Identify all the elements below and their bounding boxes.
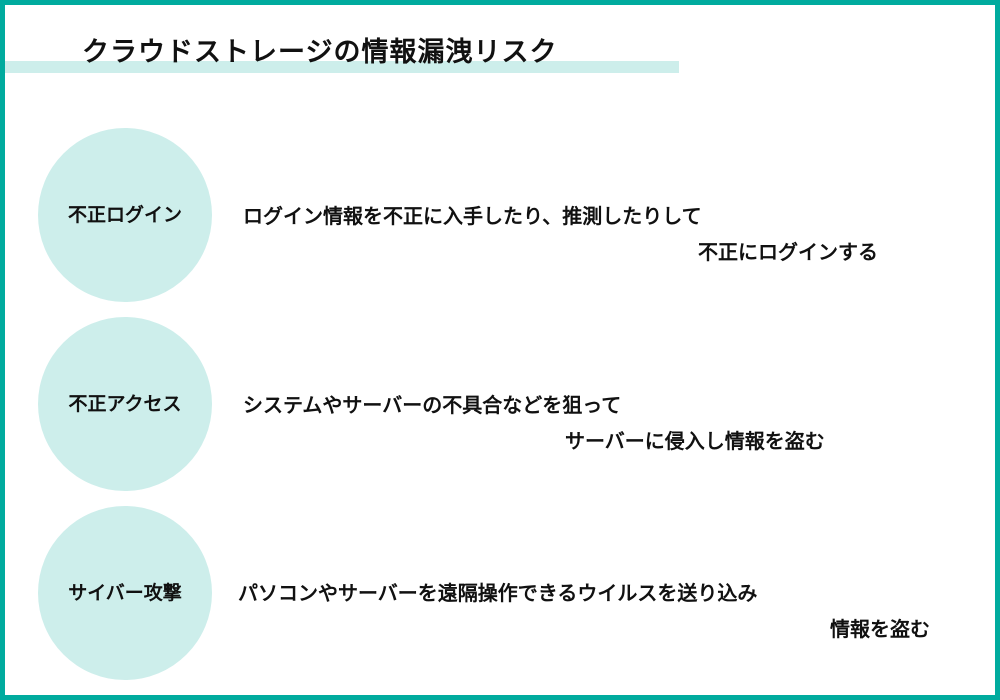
risk-item-unauthorized-login: 不正ログイン ログイン情報を不正に入手したり、推測したりして 不正にログインする: [0, 128, 1000, 303]
risk-item-unauthorized-access: 不正アクセス システムやサーバーの不具合などを狙って サーバーに侵入し情報を盗む: [0, 317, 1000, 492]
risk-label: 不正ログイン: [67, 203, 182, 226]
risk-circle: 不正ログイン: [38, 128, 212, 302]
risk-label: 不正アクセス: [68, 392, 182, 415]
risk-circle: 不正アクセス: [38, 317, 212, 491]
risk-label: サイバー攻撃: [68, 581, 182, 604]
risk-circle: サイバー攻撃: [38, 506, 212, 680]
title-underline-band: [5, 61, 679, 73]
risk-description-line2: サーバーに侵入し情報を盗む: [565, 429, 825, 453]
page-title: クラウドストレージの情報漏洩リスク: [82, 37, 558, 68]
risk-description-line1: パソコンやサーバーを遠隔操作できるウイルスを送り込み: [238, 581, 758, 605]
risk-description-line2: 情報を盗む: [830, 617, 930, 641]
risk-description-line2: 不正にログインする: [698, 240, 878, 264]
risk-description-line1: システムやサーバーの不具合などを狙って: [243, 393, 622, 417]
risk-description-line1: ログイン情報を不正に入手したり、推測したりして: [243, 204, 702, 228]
risk-item-cyber-attack: サイバー攻撃 パソコンやサーバーを遠隔操作できるウイルスを送り込み 情報を盗む: [0, 506, 1000, 681]
